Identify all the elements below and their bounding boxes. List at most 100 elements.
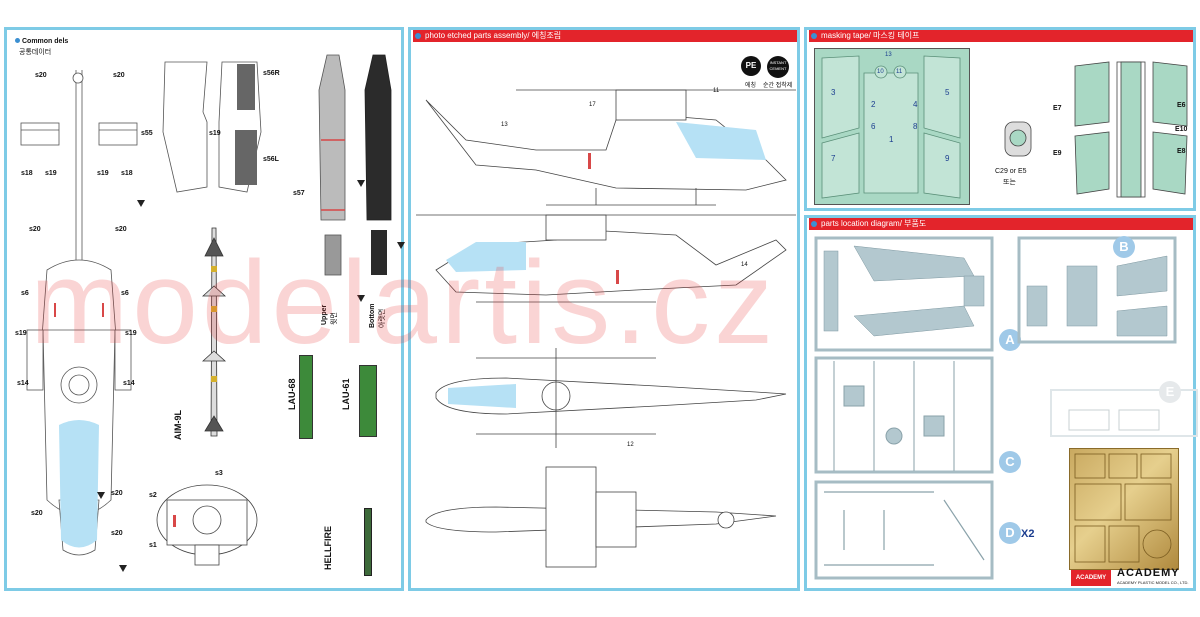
decal-placement-panel: Common dels 공통데이터 s20 s20 s18 s19 s19 s1… xyxy=(4,27,405,591)
sprue-label-c: C xyxy=(999,451,1021,473)
bottom-label: Bottom xyxy=(369,303,376,329)
mask-number: 2 xyxy=(871,100,876,109)
panel-header: photo etched parts assembly/ 에칭조립 xyxy=(411,30,797,42)
bullet-icon xyxy=(415,33,421,39)
hellfire-missile xyxy=(364,508,372,576)
masking-tape-panel: masking tape/ 마스킹 테이프 3 7 2 6 1 4 8 5 9 … xyxy=(804,27,1196,211)
lau68-label: LAU-68 xyxy=(287,378,297,410)
mask-number: 9 xyxy=(945,154,950,163)
part-code: E10 xyxy=(1175,126,1188,133)
callout-number: 14 xyxy=(741,262,748,268)
callout-number: 11 xyxy=(713,88,720,94)
mask-number: 11 xyxy=(896,69,903,75)
turret-rear-view xyxy=(156,484,258,566)
rotor-blade-upper xyxy=(318,54,346,276)
common-decals-label-ko: 공통데이터 xyxy=(19,49,52,56)
callout-number: 17 xyxy=(589,102,596,108)
lau61-label: LAU-61 xyxy=(341,378,351,410)
mask-number: 10 xyxy=(877,69,884,75)
decal-label: s3 xyxy=(215,470,223,477)
arrow-icon xyxy=(137,200,145,207)
sprue-label-b: B xyxy=(1113,236,1135,258)
sprue-b xyxy=(1017,236,1177,344)
hellfire-label: HELLFIRE xyxy=(323,526,333,570)
panel-header: masking tape/ 마스킹 테이프 xyxy=(807,30,1193,42)
turret-small xyxy=(1004,121,1032,157)
helicopter-side-view-left xyxy=(416,214,796,303)
sprue-d xyxy=(814,480,994,580)
decal-label: s20 xyxy=(31,510,43,517)
glue-caption: 순간 접착제 xyxy=(763,83,793,89)
decal-label: s6 xyxy=(21,290,29,297)
decal-label: s20 xyxy=(35,72,47,79)
arrow-icon xyxy=(397,242,405,249)
upper-label-ko: 윗면 xyxy=(331,312,338,325)
canopy-masked xyxy=(1074,61,1188,198)
parts-location-panel: parts location diagram/ 부품도 A B C xyxy=(804,215,1198,591)
decal-label: s20 xyxy=(115,226,127,233)
arrow-icon xyxy=(357,295,365,302)
rotor-blade-bottom xyxy=(364,54,392,275)
common-decals-label: Common dels xyxy=(15,38,68,45)
sprue-label-e: E xyxy=(1159,381,1181,403)
arrow-icon xyxy=(119,565,127,572)
decal-label: s19 xyxy=(97,170,109,177)
part-code: E6 xyxy=(1177,102,1186,109)
decal-label: s6 xyxy=(121,290,129,297)
decal-label: s2 xyxy=(149,492,157,499)
bottom-label-ko: 아랫면 xyxy=(379,308,386,328)
mask-number: 13 xyxy=(885,52,892,58)
decal-label: s1 xyxy=(149,542,157,549)
mask-sheet-shapes xyxy=(821,55,961,199)
mask-number: 7 xyxy=(831,154,836,163)
helicopter-top-view xyxy=(20,70,138,556)
sprue-a xyxy=(814,236,994,352)
helicopter-side-view-right xyxy=(425,89,796,206)
arrow-icon xyxy=(97,492,105,499)
sprue-d-count: X2 xyxy=(1021,528,1035,540)
decal-label: s18 xyxy=(21,170,33,177)
part-code-ko: 또는 xyxy=(1003,179,1016,186)
part-code: E9 xyxy=(1053,150,1062,157)
photo-etch-fret-detail xyxy=(1074,453,1172,563)
aim9l-missile xyxy=(201,227,227,437)
academy-badge: ACADEMY xyxy=(1071,570,1111,586)
decal-label: s57 xyxy=(293,190,305,197)
decal-label: s20 xyxy=(113,72,125,79)
decal-label: s56L xyxy=(263,156,279,163)
callout-number: 13 xyxy=(501,122,508,128)
part-code: C29 or E5 xyxy=(995,168,1027,175)
decal-label: s19 xyxy=(209,130,221,137)
aim9l-label: AIM-9L xyxy=(173,410,183,440)
decal-label: s18 xyxy=(121,170,133,177)
helicopter-top-view-pe xyxy=(435,348,787,448)
decal-label: s20 xyxy=(29,226,41,233)
decal-label: s19 xyxy=(125,330,137,337)
part-code: E8 xyxy=(1177,148,1186,155)
tail-fin-views xyxy=(162,61,262,193)
sprue-label-d: D xyxy=(999,522,1021,544)
pe-badge: PE xyxy=(741,56,761,76)
bullet-icon xyxy=(811,33,817,39)
decal-label: s19 xyxy=(15,330,27,337)
arrow-icon xyxy=(357,180,365,187)
decal-label: s14 xyxy=(17,380,29,387)
decal-label: s20 xyxy=(111,490,123,497)
mask-number: 3 xyxy=(831,88,836,97)
callout-number: 12 xyxy=(627,442,634,448)
decal-label: s14 xyxy=(123,380,135,387)
decal-label: s56R xyxy=(263,70,280,77)
photo-etch-fret xyxy=(1069,448,1179,570)
pe-caption: 에칭 xyxy=(745,83,757,89)
mask-number: 1 xyxy=(889,135,894,144)
decal-label: s19 xyxy=(45,170,57,177)
sprue-label-a: A xyxy=(999,329,1021,351)
panel-header: parts location diagram/ 부품도 xyxy=(807,218,1193,230)
mask-number: 8 xyxy=(913,122,918,131)
bullet-icon xyxy=(811,221,817,227)
brand-logo: ACADEMY xyxy=(1117,567,1180,579)
sprue-c xyxy=(814,356,994,474)
decal-label: s20 xyxy=(111,530,123,537)
sprue-e xyxy=(1050,389,1198,437)
lau68-pod xyxy=(299,355,313,439)
